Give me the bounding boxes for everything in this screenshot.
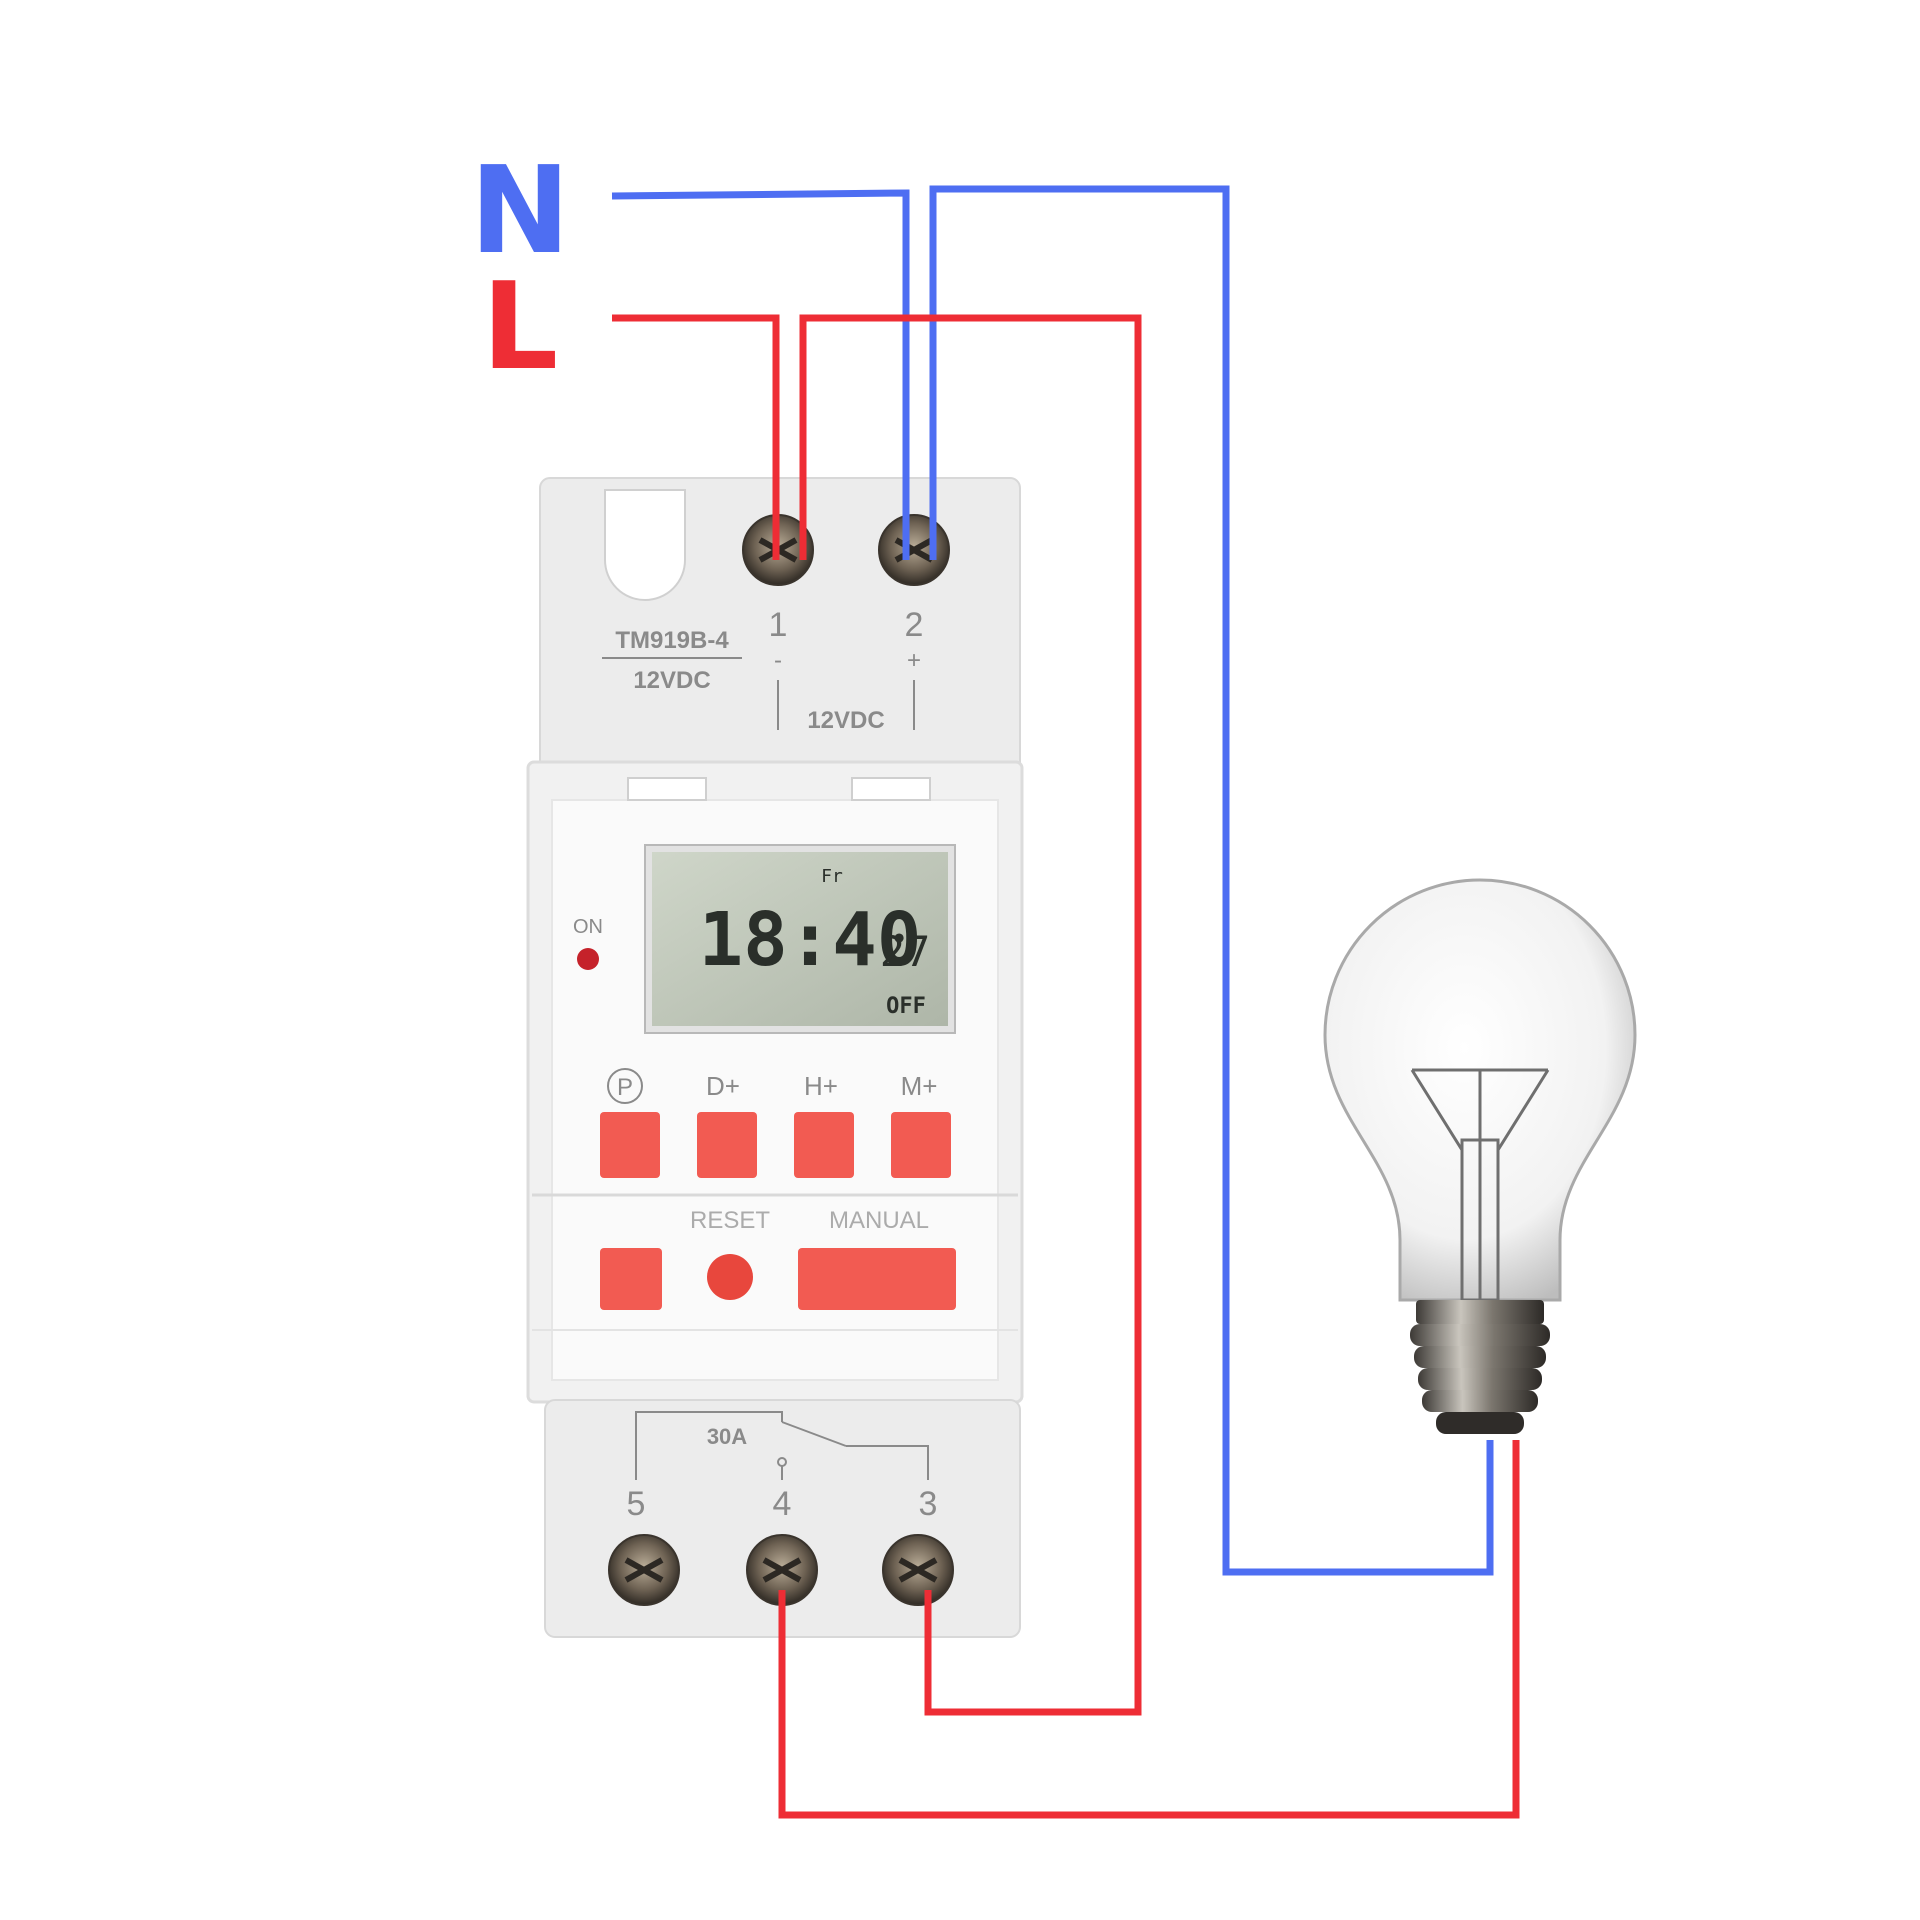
neutral-wires [611,185,1494,1576]
neutral-wire-supply [611,189,910,560]
manual-button[interactable] [798,1248,956,1310]
relay-rating-label: 30A [707,1424,747,1449]
lcd-state: OFF [886,994,926,1019]
live-wires [612,314,1520,1819]
screw-terminal-icon [878,514,950,586]
minute-button-label: M+ [901,1071,938,1101]
cover-tab-left [627,777,707,801]
program-button-label: P [617,1074,633,1101]
light-bulb-icon [1323,878,1637,1434]
hour-plus-button[interactable] [794,1112,854,1178]
live-wire-relay-feed [799,314,1142,1716]
live-label: L [482,258,558,397]
lcd-time: 18:40 [699,897,922,983]
screw-terminal-icon [882,1534,954,1606]
on-indicator-led [577,948,599,970]
bulb-base [1410,1300,1550,1434]
supply-voltage-label: 12VDC [807,707,884,734]
program-button[interactable] [600,1112,660,1178]
program-label-ring [607,1068,643,1104]
voltage-rating-label: 12VDC [633,667,710,694]
relay-schematic [635,1411,929,1480]
hour-button-label: H+ [804,1071,838,1101]
live-wire-lamp [778,1440,1520,1819]
reset-label: RESET [690,1207,770,1234]
bulb-filament [1410,1068,1550,1302]
terminal-1-label: 1 [769,606,788,644]
screw-terminal-icon [608,1534,680,1606]
day-button-label: D+ [706,1071,740,1101]
terminal-3-label: 3 [919,1485,938,1523]
model-label: TM919B-4 [615,627,729,654]
lcd-screen [652,852,948,1026]
lcd-seconds: 27 [880,927,931,976]
live-wire-supply [612,314,780,560]
lcd-day: Fr [821,866,843,887]
on-indicator-label: ON [573,916,603,938]
terminal-1-polarity: - [774,647,782,674]
terminal-4-label: 4 [773,1485,792,1523]
terminal-5-label: 5 [627,1485,646,1523]
day-plus-button[interactable] [697,1112,757,1178]
reset-button[interactable] [707,1254,753,1300]
manual-label: MANUAL [829,1207,929,1234]
terminal-2-polarity: + [907,647,921,674]
minute-plus-button[interactable] [891,1112,951,1178]
timer-switch-device: TM919B-4 12VDC 1 - 2 + 12VDC ON Fr 18:40… [526,477,1024,1638]
terminal-2-label: 2 [905,606,924,644]
cover-tab-right [851,777,931,801]
clock-button[interactable] [600,1248,662,1310]
neutral-label: N [470,142,570,281]
top-slot [604,489,686,601]
neutral-wire-lamp [929,185,1494,1576]
